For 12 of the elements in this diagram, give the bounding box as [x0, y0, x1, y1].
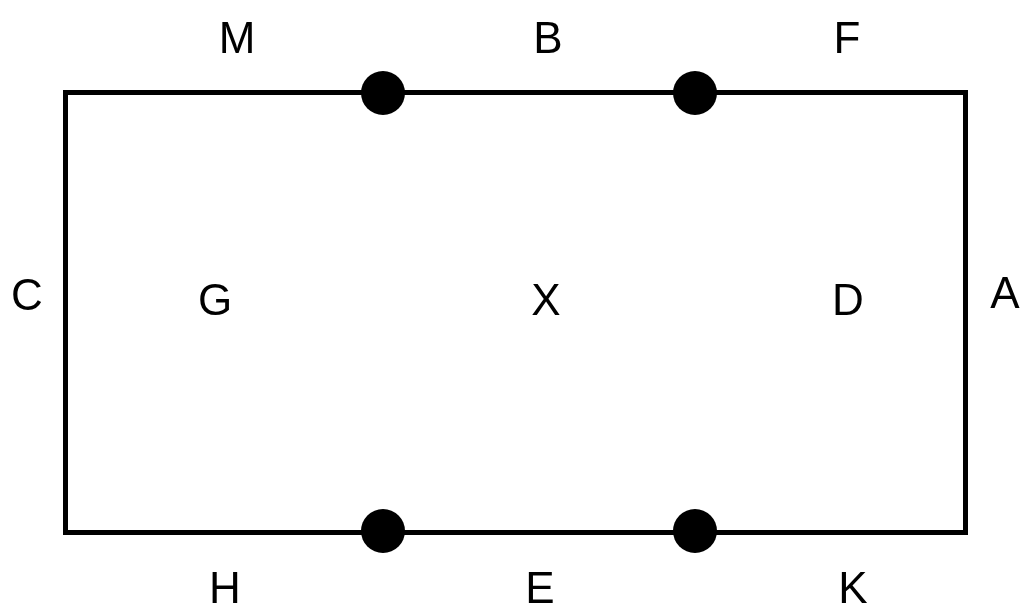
point-letter: K: [838, 566, 868, 610]
point-letter: C: [11, 273, 43, 317]
rectangle-outline: [63, 90, 968, 535]
region-letter: X: [531, 278, 561, 322]
point-letter: A: [990, 271, 1020, 315]
point-letter: H: [209, 566, 241, 610]
region-letter: D: [832, 278, 864, 322]
point-letter: E: [525, 566, 555, 610]
point-letter: F: [833, 16, 861, 60]
region-letter: G: [197, 278, 233, 322]
point-letter: M: [218, 16, 256, 60]
point-letter: B: [533, 16, 563, 60]
